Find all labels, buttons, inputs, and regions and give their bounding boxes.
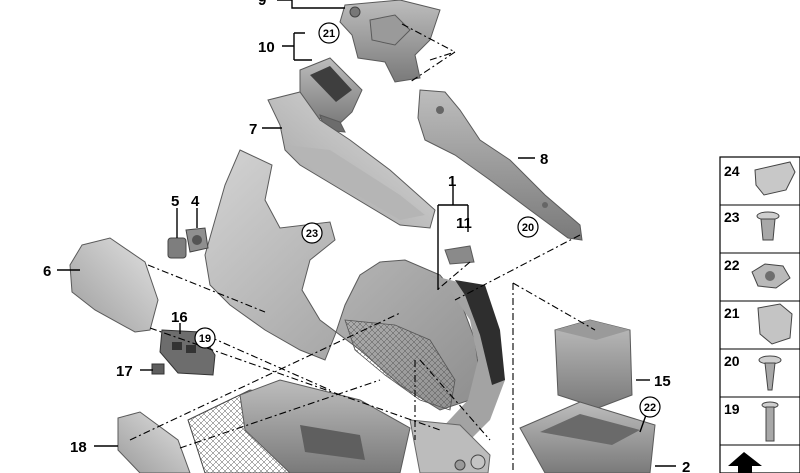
screw-icon	[758, 355, 782, 391]
callout-18: 18	[70, 439, 87, 456]
svg-text:21: 21	[724, 305, 740, 321]
circled-ref-20: 20	[517, 216, 539, 238]
circled-ref-23: 23	[301, 222, 323, 244]
small-screw	[454, 454, 486, 471]
part-11-clip	[444, 245, 475, 265]
part-8-bracket-arm	[417, 89, 583, 241]
callout-15: 15	[654, 373, 671, 390]
svg-text:19: 19	[724, 401, 740, 417]
part-2-tray	[519, 401, 656, 473]
part-15-block	[554, 319, 633, 409]
svg-text:23: 23	[724, 209, 740, 225]
callout-16: 16	[171, 309, 188, 326]
callout-6: 6	[43, 263, 51, 280]
callout-9: 9	[258, 0, 266, 9]
part-18-cover	[117, 411, 191, 473]
callout-17: 17	[116, 363, 133, 380]
callout-8: 8	[540, 151, 548, 168]
legend-item-23: 23	[724, 209, 780, 241]
leader-lines	[57, 0, 676, 467]
bolt-icon	[761, 401, 779, 442]
fastener-legend: 24 23 22 21 20	[719, 156, 800, 473]
part-6-cover	[69, 237, 159, 333]
assembly-dash-lines	[129, 23, 596, 473]
storage-tray	[239, 379, 411, 473]
part-7-trim	[267, 91, 436, 229]
part-17-switch	[151, 363, 165, 375]
panel-clip-icon	[757, 303, 793, 345]
arrow-icon	[728, 452, 762, 473]
legend-item-20: 20	[724, 353, 782, 391]
svg-text:19: 19	[199, 333, 211, 345]
callout-2: 2	[682, 459, 690, 473]
legend-item-blank	[728, 452, 762, 473]
legend-item-24: 24	[724, 161, 796, 196]
expansion-rivet-icon	[756, 211, 780, 241]
callout-numbers: 9 10 7 8 1 11 5 4 6 16 17 18 15 2	[43, 0, 690, 473]
callout-10: 10	[258, 39, 275, 56]
callout-7: 7	[249, 121, 257, 138]
circled-ref-19: 19	[194, 327, 216, 349]
callout-11: 11	[456, 215, 472, 232]
callout-5: 5	[171, 193, 179, 210]
part-1-side-panel	[204, 149, 505, 473]
callout-4: 4	[191, 193, 200, 210]
callout-1: 1	[448, 173, 456, 190]
legend-item-21: 21	[724, 303, 793, 345]
circled-references: 21 23 20 19 22	[194, 22, 661, 418]
svg-text:21: 21	[323, 28, 335, 40]
svg-text:20: 20	[522, 222, 534, 234]
legend-item-19: 19	[724, 401, 779, 442]
svg-text:22: 22	[644, 402, 656, 414]
part-9-bracket	[339, 0, 441, 83]
spring-clip-icon	[754, 161, 796, 196]
part-4-clip	[185, 227, 209, 253]
circled-ref-22: 22	[639, 396, 661, 418]
nut-icon	[751, 263, 791, 289]
part-5-clip	[167, 237, 187, 259]
svg-text:20: 20	[724, 353, 740, 369]
svg-text:24: 24	[724, 163, 740, 179]
circled-ref-21: 21	[318, 22, 340, 44]
legend-item-22: 22	[724, 257, 791, 289]
svg-text:22: 22	[724, 257, 740, 273]
svg-text:23: 23	[306, 228, 318, 240]
